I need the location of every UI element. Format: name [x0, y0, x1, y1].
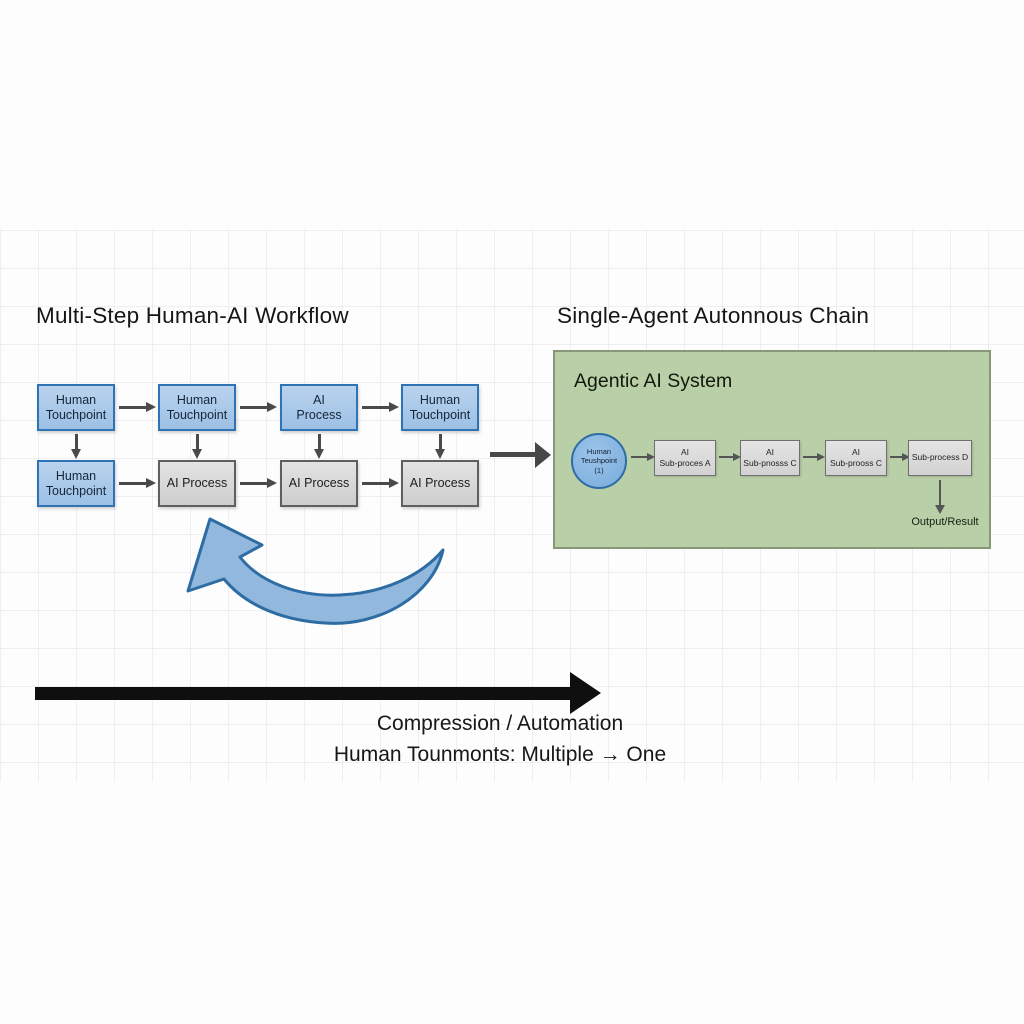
workflow-box-ai-process-3: AI Process [401, 460, 479, 507]
sub-process-box-a: AI Sub-proces A [654, 440, 716, 476]
agentic-ai-panel: Agentic AI System Human Teushpoint (1) A… [553, 350, 991, 549]
right-section-title: Single-Agent Autonnous Chain [557, 303, 870, 328]
arrow-right-icon [803, 452, 825, 461]
sub-process-box-c: AI Sub-prooss C [825, 440, 887, 476]
arrow-down-icon [935, 480, 945, 514]
arrow-right-icon [240, 402, 277, 411]
workflow-box-ai-process-top: AI Process [280, 384, 358, 431]
transition-arrow-right-icon [490, 441, 551, 468]
touchpoints-caption: Human Tounmonts: Multiple → One [333, 743, 667, 766]
arrow-right-icon [631, 452, 655, 461]
arrow-down-icon [435, 434, 444, 459]
arrow-down-icon [314, 434, 323, 459]
left-section-title: Multi-Step Human-AI Workflow [36, 303, 349, 328]
output-result-label: Output/Result [911, 516, 979, 528]
workflow-box-ai-process-1: AI Process [158, 460, 236, 507]
arrow-down-icon [192, 434, 201, 459]
arrow-right-icon [362, 478, 399, 487]
arrow-right-icon [240, 478, 277, 487]
arrow-right-icon [119, 478, 156, 487]
agentic-panel-title: Agentic AI System [574, 370, 733, 392]
curved-feedback-arrow-icon [150, 495, 470, 645]
workflow-box-human-touchpoint-2: Human Touchpoint [158, 384, 236, 431]
arrow-right-icon [719, 452, 741, 461]
human-touchpoint-circle: Human Teushpoint (1) [571, 433, 627, 489]
compression-caption: Compression / Automation [376, 712, 624, 735]
workflow-box-ai-process-2: AI Process [280, 460, 358, 507]
arrow-down-icon [71, 434, 80, 459]
workflow-box-human-touchpoint-3: Human Touchpoint [401, 384, 479, 431]
sub-process-box-b: AI Sub-pnosss C [740, 440, 800, 476]
workflow-box-human-touchpoint-1: Human Touchpoint [37, 384, 115, 431]
arrow-right-icon [119, 402, 156, 411]
workflow-box-human-touchpoint-4: Human Touchpoint [37, 460, 115, 507]
sub-process-box-d: Sub-process D [908, 440, 972, 476]
arrow-right-icon [890, 452, 910, 461]
compression-arrow-head-icon [570, 672, 601, 714]
arrow-right-icon [362, 402, 399, 411]
compression-arrow-icon [35, 687, 572, 700]
